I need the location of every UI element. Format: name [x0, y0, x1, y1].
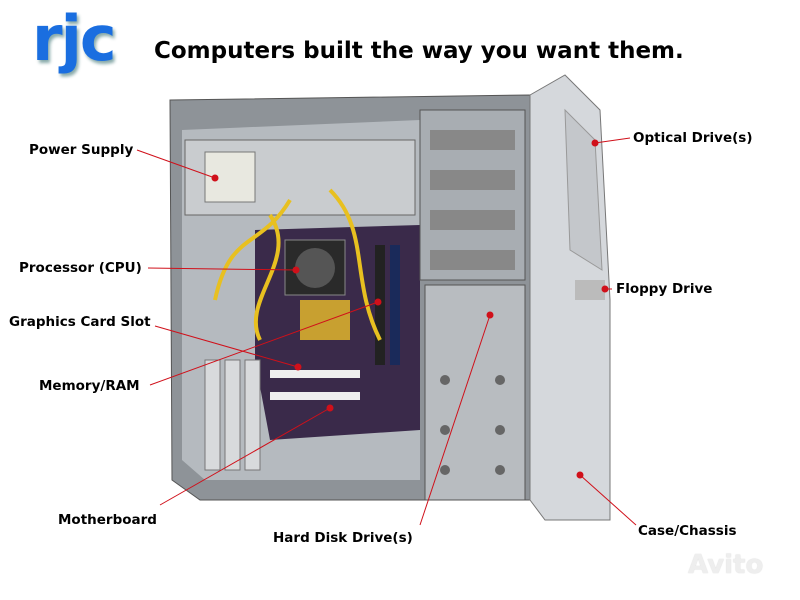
- callout-dots: [211, 139, 609, 479]
- label-hard-disk: Hard Disk Drive(s): [273, 530, 413, 546]
- label-motherboard: Motherboard: [58, 512, 157, 528]
- label-power-supply: Power Supply: [29, 142, 134, 158]
- label-graphics-card-slot: Graphics Card Slot: [9, 314, 151, 330]
- label-optical-drive: Optical Drive(s): [633, 130, 753, 146]
- hdd-cage: [424, 284, 526, 501]
- label-memory: Memory/RAM: [39, 378, 140, 394]
- label-processor: Processor (CPU): [19, 260, 142, 276]
- rjc-logo: rjc: [32, 2, 117, 75]
- leader-lines: [136, 137, 637, 526]
- tagline: Computers built the way you want them.: [154, 38, 684, 64]
- label-floppy-drive: Floppy Drive: [616, 281, 713, 297]
- label-case-chassis: Case/Chassis: [638, 523, 737, 539]
- avito-watermark: Avito: [688, 550, 764, 580]
